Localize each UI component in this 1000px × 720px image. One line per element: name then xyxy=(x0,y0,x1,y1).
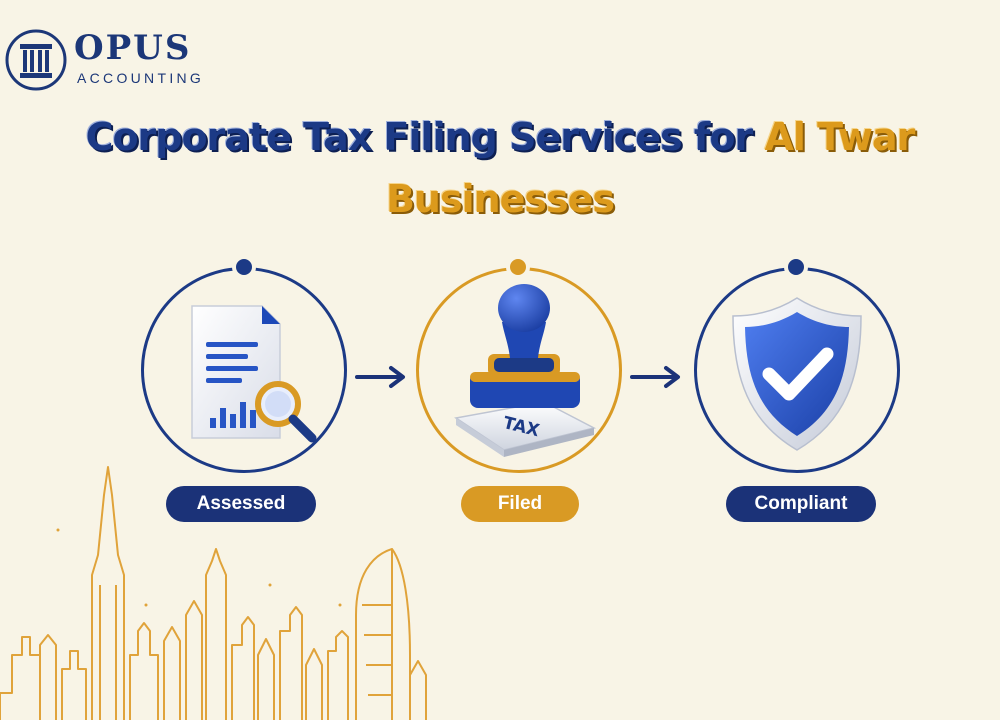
tax-stamp-icon: TAX xyxy=(454,284,597,457)
dubai-skyline-illustration xyxy=(0,466,427,720)
document-magnifier-icon xyxy=(191,305,317,443)
title-line-2: Businesses xyxy=(0,168,1000,230)
arrow-right-icon xyxy=(355,366,405,388)
step-dot-filed xyxy=(510,259,526,275)
step-label-filed: Filed xyxy=(461,486,579,522)
title-gold-text: Al Twar xyxy=(764,115,916,159)
page-title: Corporate Tax Filing Services for Al Twa… xyxy=(0,106,1000,230)
step-label-compliant: Compliant xyxy=(726,486,876,522)
step-dot-assessed xyxy=(236,259,252,275)
shield-check-icon xyxy=(732,297,862,451)
title-blue-text: Corporate Tax Filing Services for xyxy=(85,115,765,159)
step-label-assessed: Assessed xyxy=(166,486,316,522)
pillar-logo-icon xyxy=(5,29,67,91)
step-dot-compliant xyxy=(788,259,804,275)
brand-name: OPUS xyxy=(74,28,192,68)
brand-tagline: ACCOUNTING xyxy=(77,70,205,86)
title-gold-text-2: Businesses xyxy=(385,177,615,221)
brand-logo: OPUS ACCOUNTING xyxy=(4,26,205,91)
arrow-right-icon xyxy=(630,366,680,388)
title-line-1: Corporate Tax Filing Services for Al Twa… xyxy=(0,106,1000,168)
